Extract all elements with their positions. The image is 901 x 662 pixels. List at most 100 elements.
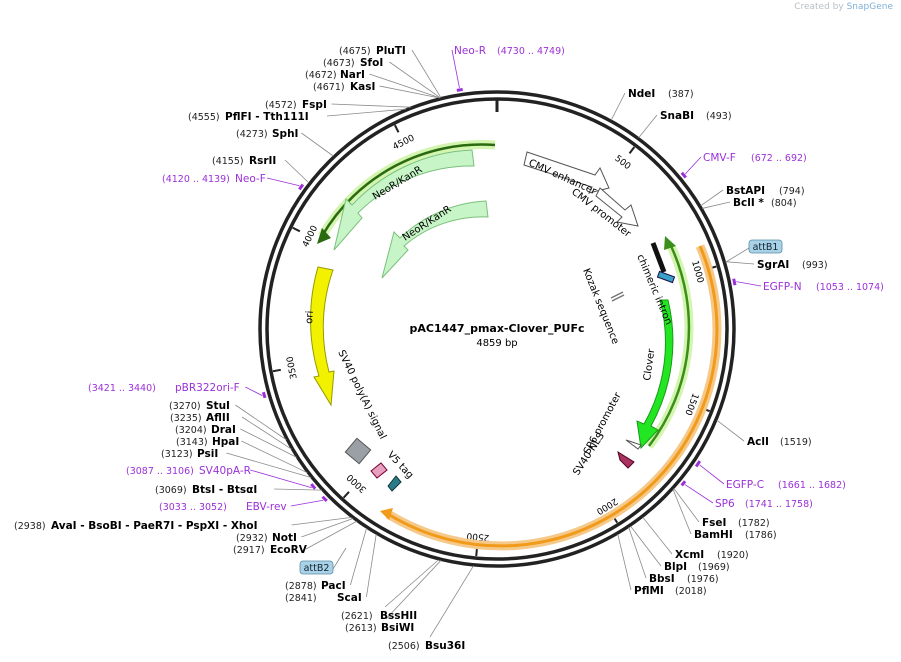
site-line xyxy=(284,159,310,184)
site-name: PacI xyxy=(321,580,346,592)
att-name: attB1 xyxy=(753,242,779,253)
site-coord: (387) xyxy=(668,89,694,100)
site-coord: (4572) xyxy=(265,100,297,111)
primer-range: (672 .. 692) xyxy=(751,153,807,164)
label-v5-tag: V5 tag xyxy=(385,450,415,481)
primer-mark xyxy=(298,183,305,191)
tick-label: 3500 xyxy=(286,355,300,380)
site-name: SfoI xyxy=(360,57,383,69)
site-line xyxy=(610,92,626,121)
label-neor-inner: NeoR/KanR xyxy=(401,204,454,244)
site-line xyxy=(673,488,700,523)
site-coord: (4675) xyxy=(339,46,371,57)
site-line xyxy=(350,527,367,586)
primer-name: CMV-F xyxy=(703,152,736,164)
site-name: DraI xyxy=(211,424,236,436)
site-line xyxy=(301,518,354,538)
site-name: BstAPI xyxy=(726,185,765,197)
site-line xyxy=(389,61,441,99)
v5-tag-arrow xyxy=(370,462,388,479)
primer-range: (4120 .. 4139) xyxy=(162,174,230,185)
neor-kanr-arrow-inner xyxy=(381,200,489,279)
primer-mark xyxy=(321,495,328,503)
site-line xyxy=(628,527,647,579)
site-coord: (4555) xyxy=(188,112,220,123)
site-name: BsiWI xyxy=(381,622,414,634)
site-name: RsrII xyxy=(249,155,276,167)
site-coord: (2917) xyxy=(233,545,265,556)
site-name: XcmI xyxy=(675,549,704,561)
orange-arc-core xyxy=(387,245,719,548)
site-name: BlpI xyxy=(664,561,687,573)
primer-mark xyxy=(732,278,737,286)
site-coord: (993) xyxy=(802,260,828,271)
site-name: BtsI - BtsαI xyxy=(192,484,257,496)
site-coord: (1786) xyxy=(745,530,777,541)
site-line xyxy=(241,416,292,450)
site-line xyxy=(384,559,439,608)
primer-name: SV40pA-R xyxy=(199,465,251,477)
site-name: BbsI xyxy=(649,573,675,585)
site-coord: (1969) xyxy=(698,562,730,573)
site-line xyxy=(326,108,406,117)
site-line xyxy=(617,534,632,591)
primer-name: EBV-rev xyxy=(246,501,287,513)
site-coord: (2613) xyxy=(345,623,377,634)
site-line xyxy=(274,488,322,491)
site-line xyxy=(301,132,334,157)
primer-range: (1741 .. 1758) xyxy=(745,499,813,510)
site-coord: (3235) xyxy=(170,413,202,424)
site-line xyxy=(240,428,297,458)
site-coord: (4672) xyxy=(305,70,337,81)
site-coord: (2841) xyxy=(285,593,317,604)
site-name: NotI xyxy=(272,532,297,544)
site-coord: (1976) xyxy=(687,574,719,585)
site-line xyxy=(305,520,357,550)
site-lines xyxy=(226,49,755,638)
site-name: BssHII xyxy=(380,610,417,622)
primer-range: (1053 .. 1074) xyxy=(816,282,884,293)
primer-range: (3421 .. 3440) xyxy=(88,383,156,394)
site-name: ScaI xyxy=(337,592,362,604)
site-coord: (4671) xyxy=(313,82,345,93)
site-line xyxy=(411,49,442,98)
site-coord: (2932) xyxy=(236,533,268,544)
site-coord: (2878) xyxy=(285,581,317,592)
site-name: KasI xyxy=(350,81,375,93)
primer-mark xyxy=(310,483,317,490)
att-badge xyxy=(748,239,783,254)
site-coord: (794) xyxy=(779,186,805,197)
site-name: BclI * xyxy=(733,197,764,209)
site-name: EcoRV xyxy=(270,544,308,556)
primer-marks: Neo-R(4730 .. 4749)CMV-F(672 .. 692)EGFP… xyxy=(88,45,884,575)
site-name: AclI xyxy=(747,436,769,448)
site-name: SnaBI xyxy=(660,110,694,122)
label-ori: ori xyxy=(304,310,316,324)
site-name: StuI xyxy=(206,400,230,412)
site-line xyxy=(700,189,724,207)
primer-range: (3087 .. 3106) xyxy=(126,466,194,477)
tick-label: 3000 xyxy=(345,471,369,494)
snapgene-credit: Created by SnapGene xyxy=(794,2,893,12)
primer-mark xyxy=(261,391,267,399)
site-coord: (2018) xyxy=(675,586,707,597)
primer-name: Neo-F xyxy=(235,173,266,185)
tick-label: 500 xyxy=(612,154,632,172)
site-line xyxy=(638,114,658,138)
primer-line xyxy=(451,49,460,88)
site-name: BamHI xyxy=(694,529,733,541)
site-name: NarI xyxy=(340,69,365,81)
tick-label: 4000 xyxy=(301,224,320,249)
sp6-promoter-arrow xyxy=(625,439,642,450)
primer-mark xyxy=(680,480,687,487)
site-name: PflMI xyxy=(634,585,664,597)
label-kozak: Kozak sequence xyxy=(580,267,620,346)
site-coord: (1920) xyxy=(717,550,749,561)
plasmid-length: 4859 bp xyxy=(476,338,517,349)
primer-name: Neo-R xyxy=(454,45,486,57)
site-coord: (2938) xyxy=(14,521,46,532)
site-coord: (4673) xyxy=(323,58,355,69)
primer-mark xyxy=(680,171,687,179)
tick-500 xyxy=(628,146,636,155)
primer-line xyxy=(266,177,300,187)
